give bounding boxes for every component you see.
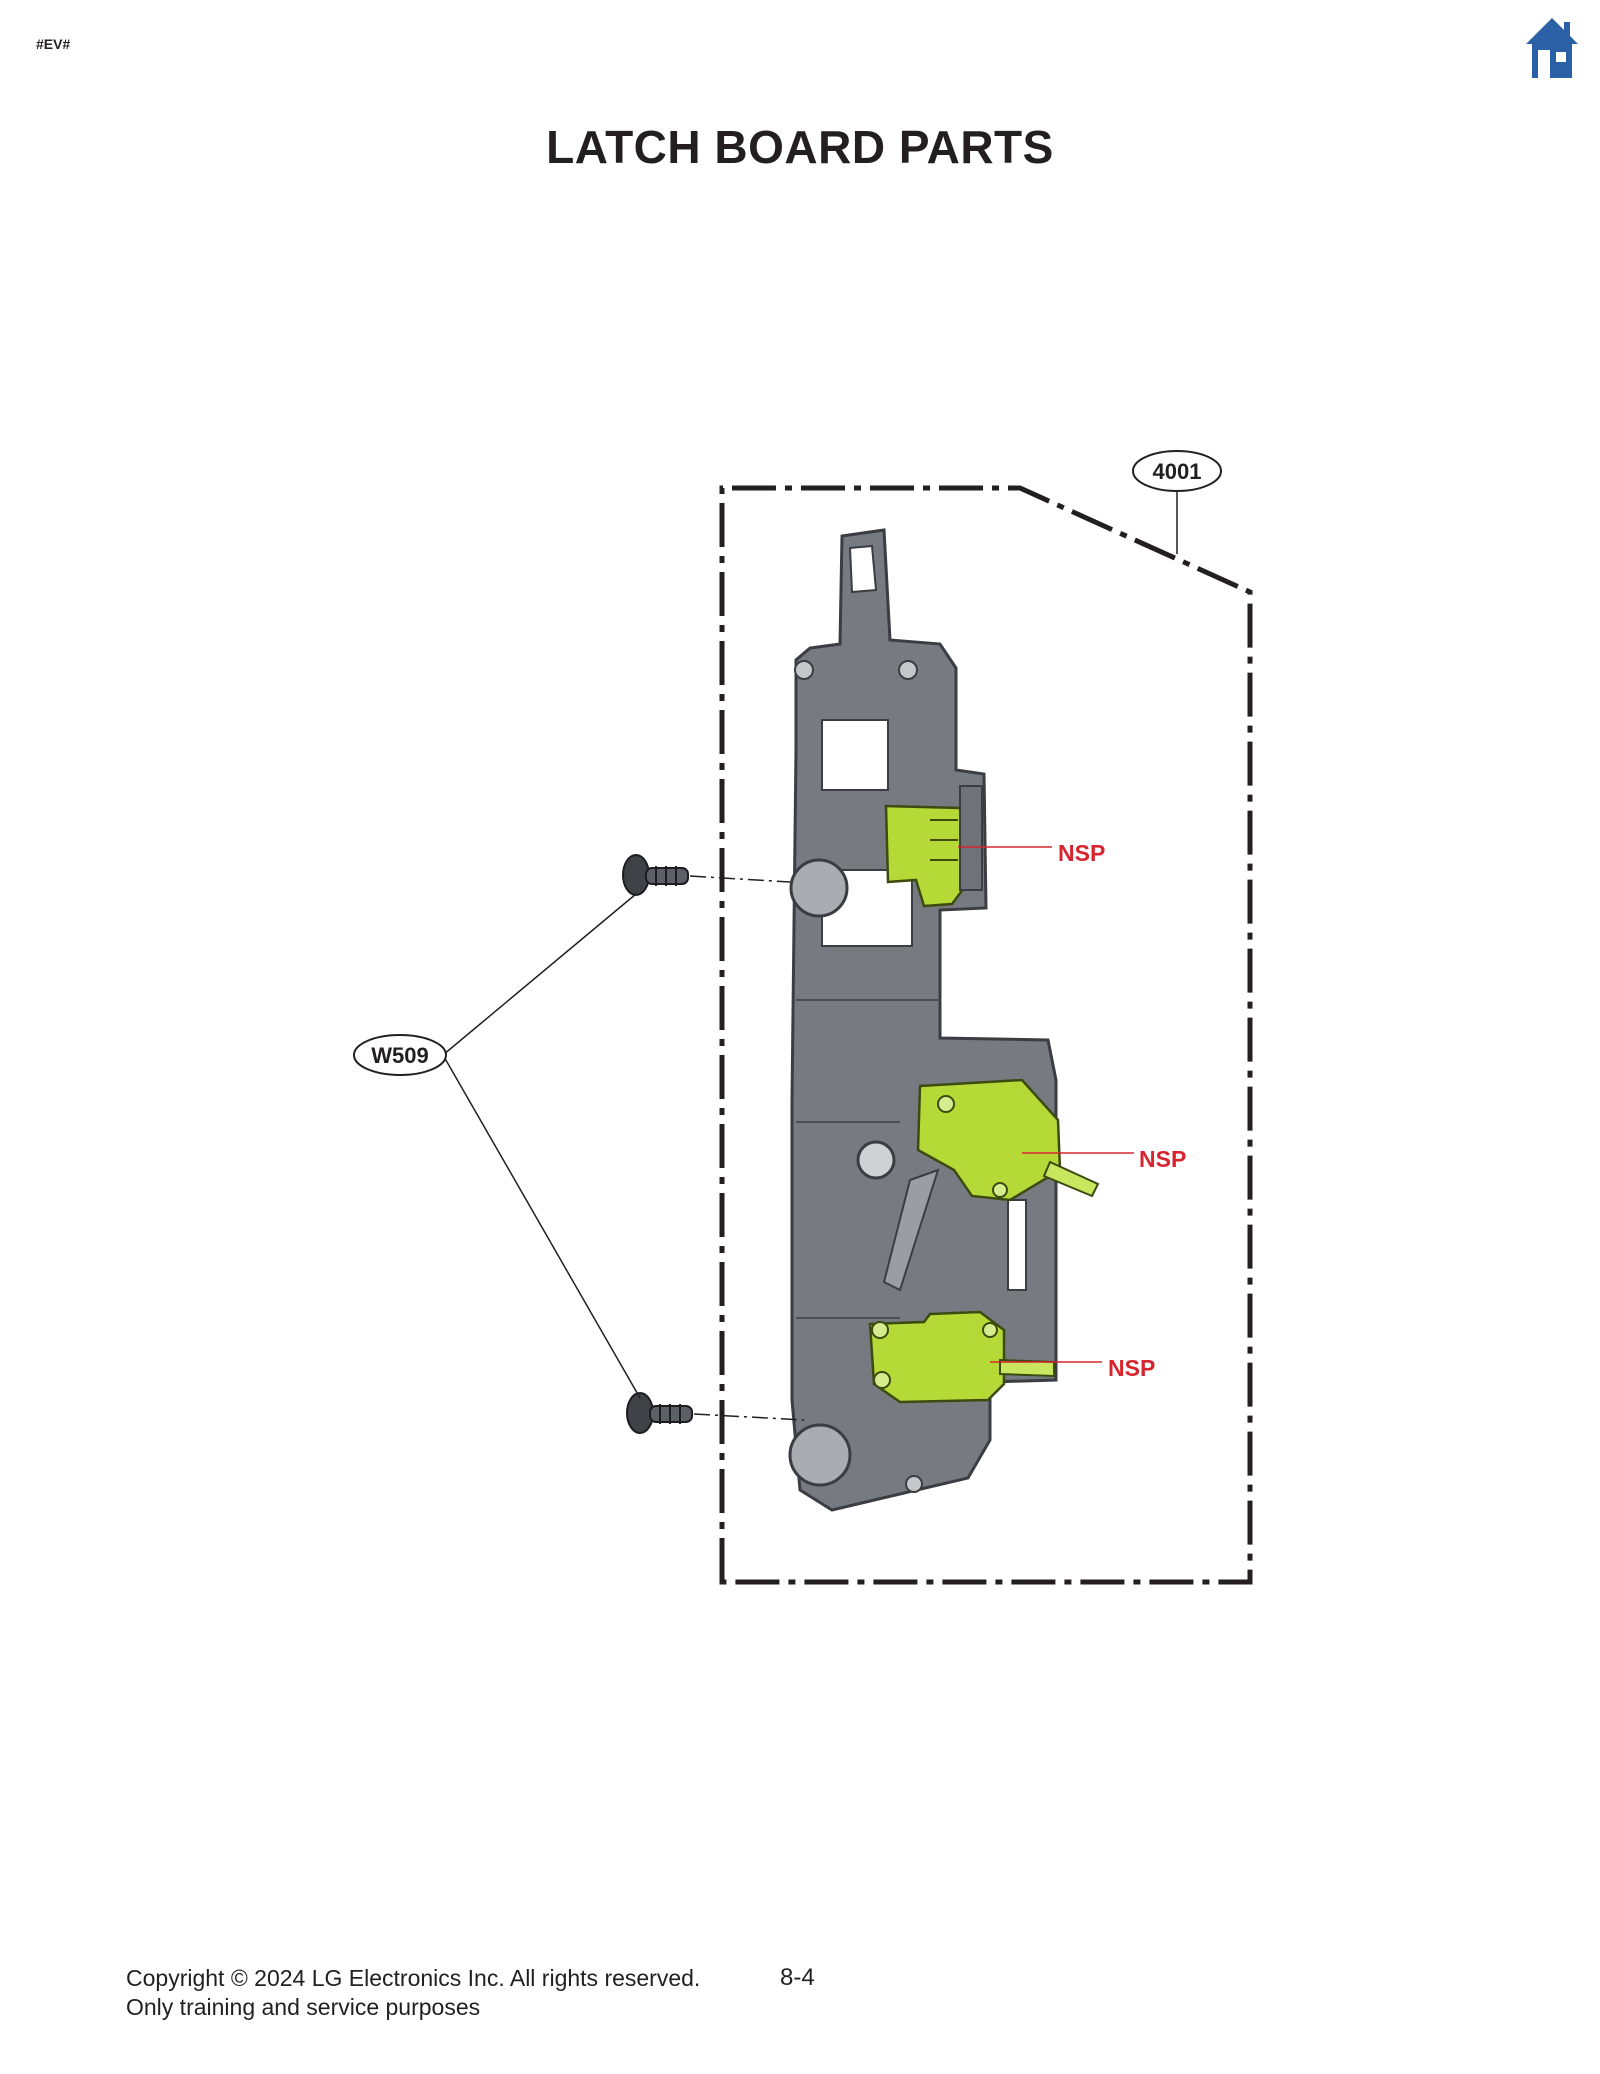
nsp-label-middle: NSP: [1139, 1146, 1186, 1172]
screw-top: [622, 854, 689, 896]
micro-switch-middle: [916, 1078, 1100, 1202]
home-button[interactable]: [1524, 16, 1580, 80]
assembly-boundary: [719, 485, 1253, 1585]
purpose-text: Only training and service purposes: [126, 1994, 481, 2020]
micro-switch-top: [884, 785, 983, 908]
footer-copyright-block: Copyright © 2024 LG Electronics Inc. All…: [126, 1964, 700, 2022]
nsp-label-bottom: NSP: [1108, 1355, 1155, 1381]
copyright-text: Copyright © 2024 LG Electronics Inc. All…: [126, 1965, 701, 1991]
nsp-leader-lines: [958, 846, 1134, 1363]
callout-w509-bubble: [353, 1034, 447, 1076]
callout-4001-label: 4001: [1153, 459, 1202, 484]
callout-w509-label: W509: [371, 1043, 428, 1068]
home-icon: [1526, 18, 1578, 78]
leader-lines: [442, 490, 1178, 1399]
callout-4001-bubble: [1132, 450, 1222, 492]
latch-board: [788, 528, 1058, 1512]
screw-axis-lines: [689, 875, 805, 1421]
document-code: #EV#: [36, 36, 71, 52]
page-title: LATCH BOARD PARTS: [546, 121, 1054, 173]
screw-bottom: [626, 1392, 693, 1434]
page-number: 8-4: [780, 1964, 815, 1991]
nsp-label-top: NSP: [1058, 840, 1105, 866]
micro-switch-bottom: [868, 1310, 1055, 1404]
